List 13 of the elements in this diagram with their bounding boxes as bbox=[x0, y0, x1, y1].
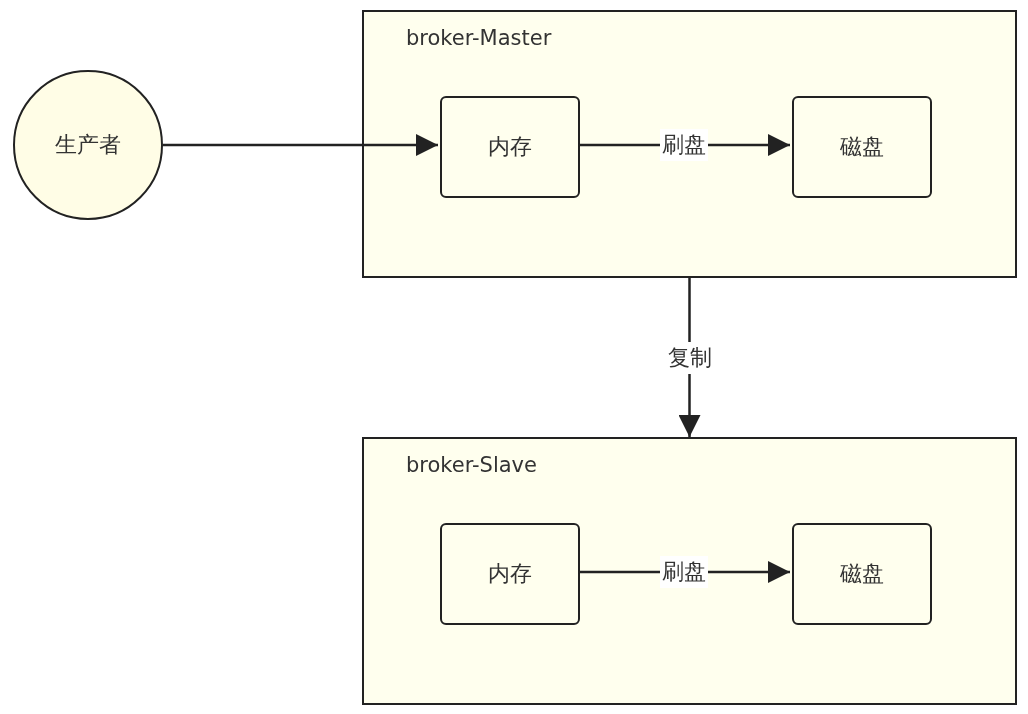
group-box bbox=[362, 437, 1017, 705]
process-box: 磁盘 bbox=[792, 523, 932, 625]
process-box: 内存 bbox=[440, 523, 580, 625]
edge-label: 刷盘 bbox=[660, 129, 708, 161]
process-box: 磁盘 bbox=[792, 96, 932, 198]
group-title: broker-Slave bbox=[406, 453, 537, 477]
edge-label: 复制 bbox=[665, 341, 714, 374]
group-box bbox=[362, 10, 1017, 278]
arrow bbox=[163, 134, 438, 156]
producer-circle: 生产者 bbox=[13, 70, 163, 220]
process-box: 内存 bbox=[440, 96, 580, 198]
group-title: broker-Master bbox=[406, 26, 552, 50]
edge-label: 刷盘 bbox=[660, 556, 708, 588]
